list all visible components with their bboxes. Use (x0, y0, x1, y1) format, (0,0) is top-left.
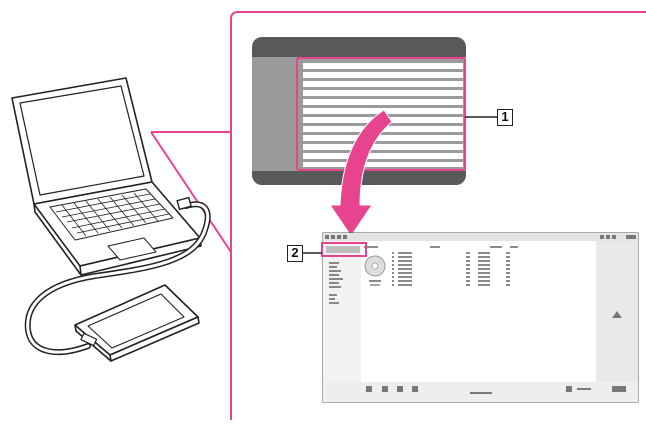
dialog-sidebar (252, 57, 296, 171)
laptop-icon (12, 78, 201, 275)
window-left-nav (323, 241, 361, 382)
walkman-player-icon (75, 285, 199, 361)
media-app-window (302, 233, 638, 402)
media-dialog (252, 37, 497, 185)
nav-selected-item (326, 246, 360, 253)
window-title-bar (323, 233, 638, 241)
callout-marker-2: 2 (287, 245, 303, 262)
callout-marker-1: 1 (497, 109, 513, 126)
